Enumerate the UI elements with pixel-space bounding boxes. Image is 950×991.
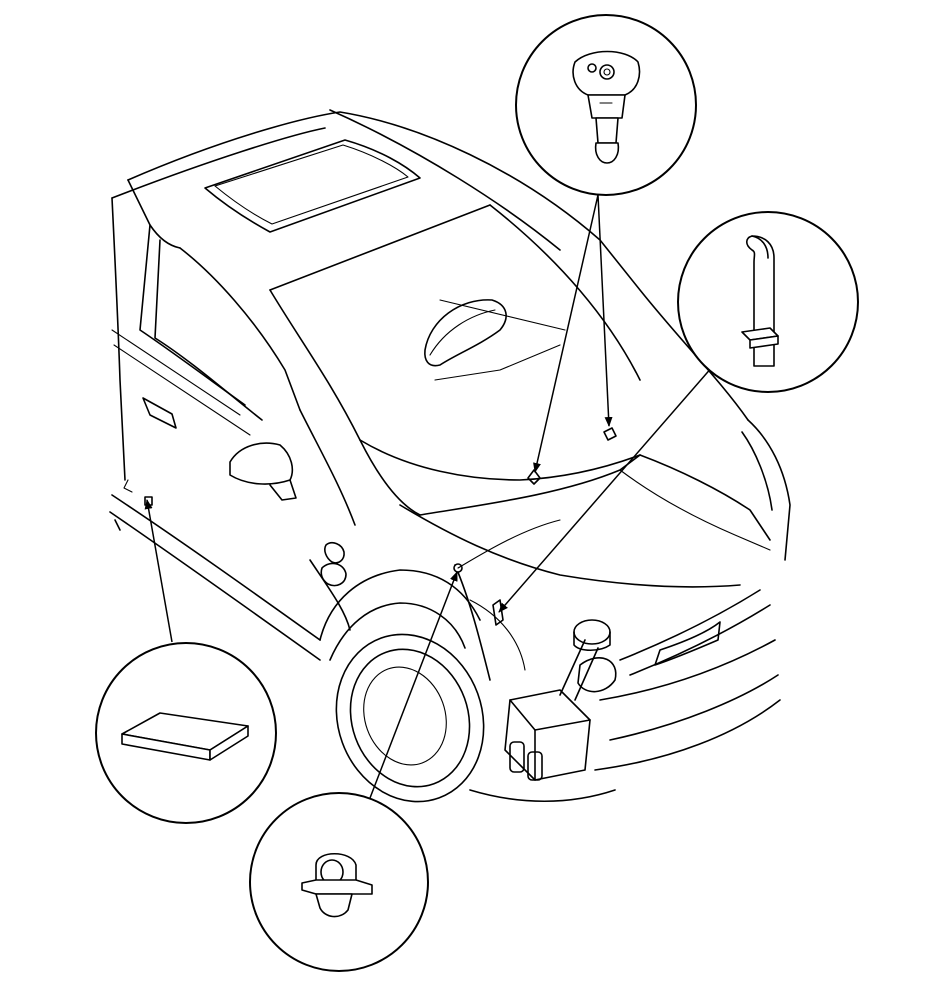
callout-hose-clip (677, 211, 859, 393)
car-body (109, 109, 791, 803)
callout-hose-clamp (249, 792, 429, 972)
hose-clamp-icon (301, 853, 373, 918)
foam-pad-icon (121, 712, 249, 761)
leader-lines (144, 194, 714, 799)
callout-washer-nozzle (515, 14, 697, 196)
hose-clip-icon (741, 235, 779, 367)
callout-foam-pad (95, 642, 277, 824)
washer-nozzle-icon (572, 50, 641, 164)
